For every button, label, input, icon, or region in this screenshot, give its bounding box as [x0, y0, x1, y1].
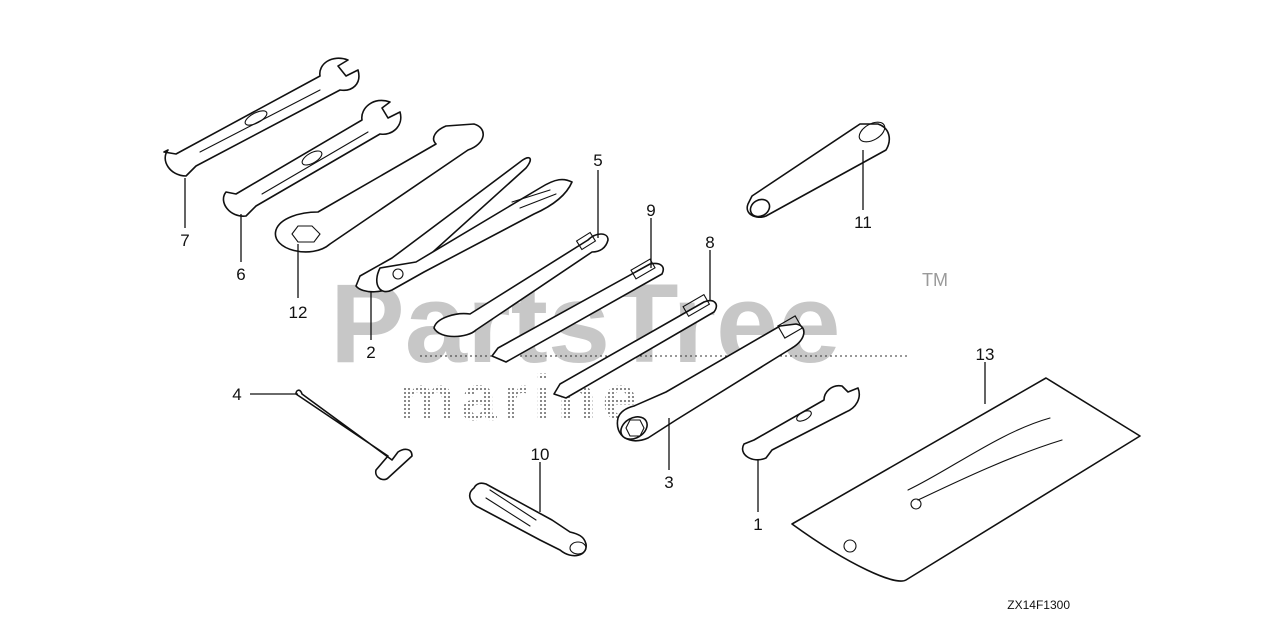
callout-9[interactable]: 9	[646, 201, 655, 220]
callout-12[interactable]: 12	[289, 303, 308, 322]
part-3-socket-wrench[interactable]	[616, 315, 805, 444]
callout-1[interactable]: 1	[753, 515, 762, 534]
part-2-pliers[interactable]	[355, 156, 573, 293]
part-6-double-wrench[interactable]	[222, 99, 402, 217]
callout-5[interactable]: 5	[593, 151, 602, 170]
callout-6[interactable]: 6	[236, 265, 245, 284]
callout-10[interactable]: 10	[531, 445, 550, 464]
callout-13[interactable]: 13	[976, 345, 995, 364]
part-13-tool-bag[interactable]	[791, 377, 1141, 582]
part-7-double-wrench[interactable]	[163, 57, 360, 177]
callout-2[interactable]: 2	[366, 343, 375, 362]
callout-11[interactable]: 11	[854, 213, 872, 232]
part-11-tube-extension[interactable]	[746, 118, 891, 220]
callout-8[interactable]: 8	[705, 233, 714, 252]
part-5-screwdriver[interactable]	[433, 231, 609, 338]
diagram-code: ZX14F1300	[1007, 598, 1070, 612]
part-4-hex-key[interactable]	[295, 389, 413, 481]
watermark-trademark: TM	[922, 270, 948, 290]
leader-lines	[184, 150, 986, 512]
callouts: 7 6 12 2 5 9 8 11 4 10 3 1 13	[180, 151, 994, 534]
callout-3[interactable]: 3	[664, 473, 673, 492]
part-1-small-wrench[interactable]	[741, 384, 861, 461]
part-10-socket-handle[interactable]	[468, 482, 587, 557]
callout-4[interactable]: 4	[232, 385, 241, 404]
part-12-box-wrench[interactable]	[274, 123, 484, 253]
part-9-screwdriver[interactable]	[491, 258, 665, 363]
watermark: PartsTree TM marine	[330, 261, 948, 434]
callout-7[interactable]: 7	[180, 231, 189, 250]
part-8-screwdriver[interactable]	[553, 293, 718, 399]
